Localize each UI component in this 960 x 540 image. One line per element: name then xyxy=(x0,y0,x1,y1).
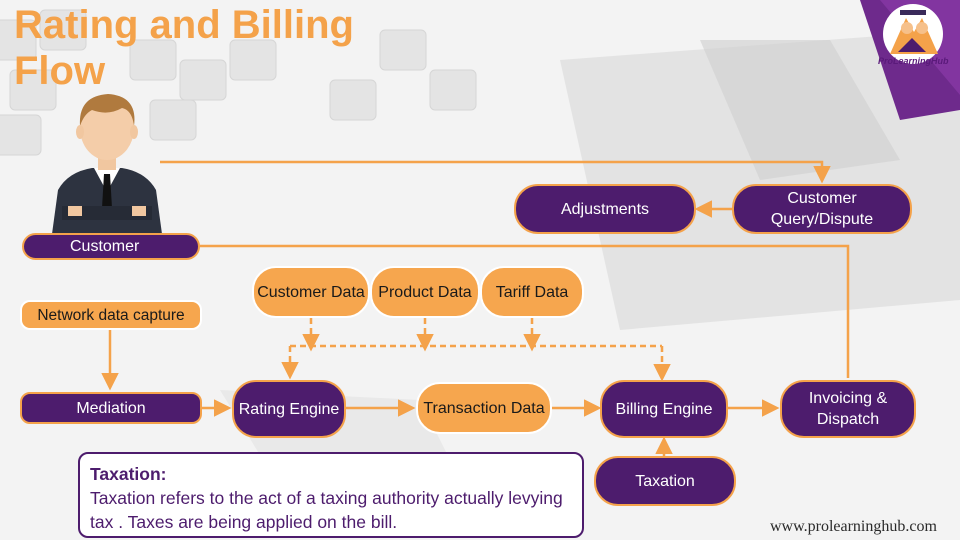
rating-engine-label: Rating Engine xyxy=(238,400,340,418)
customer-data-node: Customer Data xyxy=(252,266,370,318)
product-data-node: Product Data xyxy=(370,266,480,318)
transaction-data-label: Transaction Data xyxy=(423,399,545,417)
taxation-label: Taxation xyxy=(635,472,695,490)
taxation-note-heading: Taxation: xyxy=(90,464,167,484)
billing-engine-label: Billing Engine xyxy=(615,400,713,418)
page-title: Rating and Billing Flow xyxy=(14,3,354,93)
taxation-node: Taxation xyxy=(594,456,736,506)
network-data-capture-label: Network data capture xyxy=(37,306,185,324)
connector-customer-to-query xyxy=(160,160,831,184)
invoicing-dispatch-node: Invoicing & Dispatch xyxy=(780,380,916,438)
connector-customer-to-invoicing xyxy=(200,244,850,378)
tariff-data-label: Tariff Data xyxy=(495,283,569,301)
adjustments-label: Adjustments xyxy=(560,200,650,218)
taxation-note-body: Taxation refers to the act of a taxing a… xyxy=(90,488,563,532)
customer-bar: Customer xyxy=(22,233,200,260)
transaction-data-node: Transaction Data xyxy=(416,382,552,434)
customer-data-label: Customer Data xyxy=(257,283,365,301)
logo-text: ProLearningHub xyxy=(878,56,949,66)
taxation-note: Taxation: Taxation refers to the act of … xyxy=(78,452,584,538)
invoicing-dispatch-label: Invoicing & Dispatch xyxy=(808,390,888,428)
billing-engine-node: Billing Engine xyxy=(600,380,728,438)
customer-query-dispute-label: Customer Query/Dispute xyxy=(770,190,874,228)
adjustments-node: Adjustments xyxy=(514,184,696,234)
mediation-label: Mediation xyxy=(76,399,146,417)
prolearninghub-logo xyxy=(883,4,943,64)
businessman-icon xyxy=(52,94,162,234)
customer-label: Customer xyxy=(70,238,140,255)
rating-engine-node: Rating Engine xyxy=(232,380,346,438)
product-data-label: Product Data xyxy=(378,283,472,301)
website-url: www.prolearninghub.com xyxy=(770,518,937,535)
network-data-capture-node: Network data capture xyxy=(20,300,202,330)
tariff-data-node: Tariff Data xyxy=(480,266,584,318)
mediation-node: Mediation xyxy=(20,392,202,424)
customer-query-dispute-node: Customer Query/Dispute xyxy=(732,184,912,234)
